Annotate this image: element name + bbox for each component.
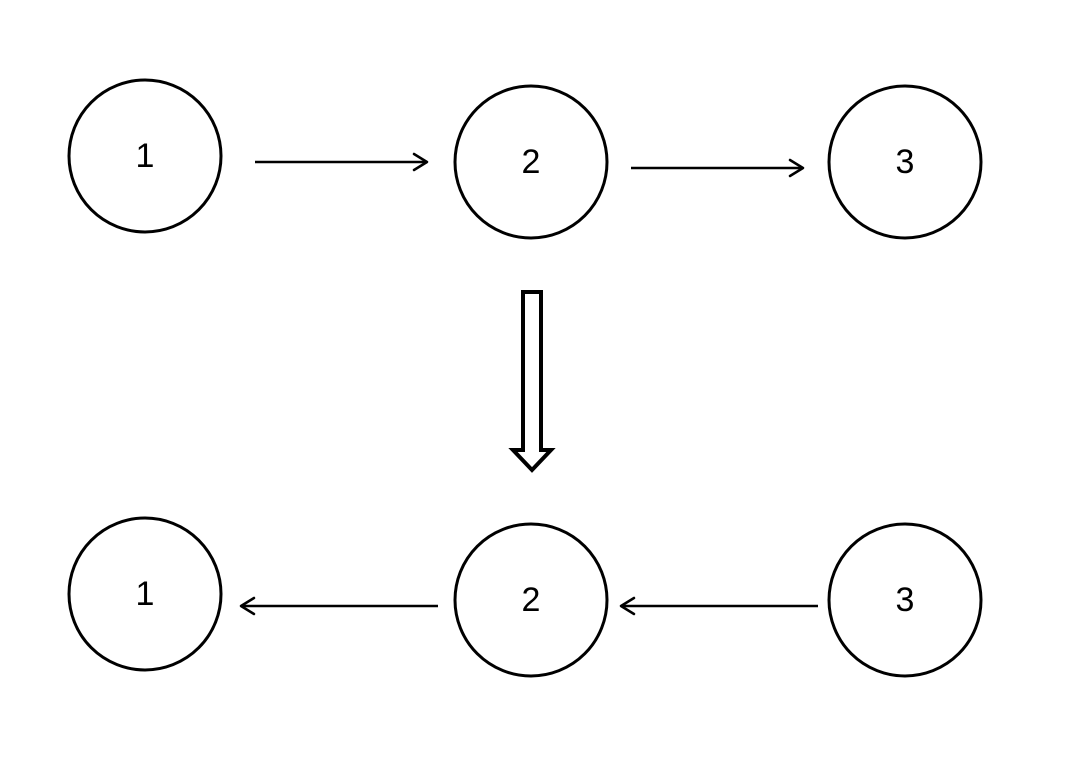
node-circle <box>453 84 609 240</box>
node-circle <box>453 522 609 678</box>
node-label: 3 <box>896 143 915 181</box>
node-label: 2 <box>522 581 541 619</box>
node-label: 1 <box>136 137 155 175</box>
after-row: 1 2 3 <box>67 516 983 678</box>
before-node-3: 3 <box>827 84 983 240</box>
arrowhead-right-icon <box>788 158 805 178</box>
node-label: 3 <box>896 581 915 619</box>
before-edge-1-to-2 <box>255 152 429 172</box>
before-row: 1 2 3 <box>67 78 983 240</box>
node-circle <box>67 516 223 672</box>
after-edge-3-to-2 <box>619 596 818 616</box>
after-node-2: 2 <box>453 522 609 678</box>
node-label: 2 <box>522 143 541 181</box>
node-label: 1 <box>136 575 155 613</box>
after-node-3: 3 <box>827 522 983 678</box>
arrowhead-left-icon <box>239 596 256 616</box>
before-node-2: 2 <box>453 84 609 240</box>
after-edge-2-to-1 <box>239 596 438 616</box>
node-circle <box>827 522 983 678</box>
arrowhead-right-icon <box>412 152 429 172</box>
after-node-1: 1 <box>67 516 223 672</box>
before-node-1: 1 <box>67 78 223 234</box>
node-circle <box>827 84 983 240</box>
hollow-down-arrow-icon <box>508 290 556 473</box>
node-circle <box>67 78 223 234</box>
before-edge-2-to-3 <box>631 158 805 178</box>
arrowhead-left-icon <box>619 596 636 616</box>
